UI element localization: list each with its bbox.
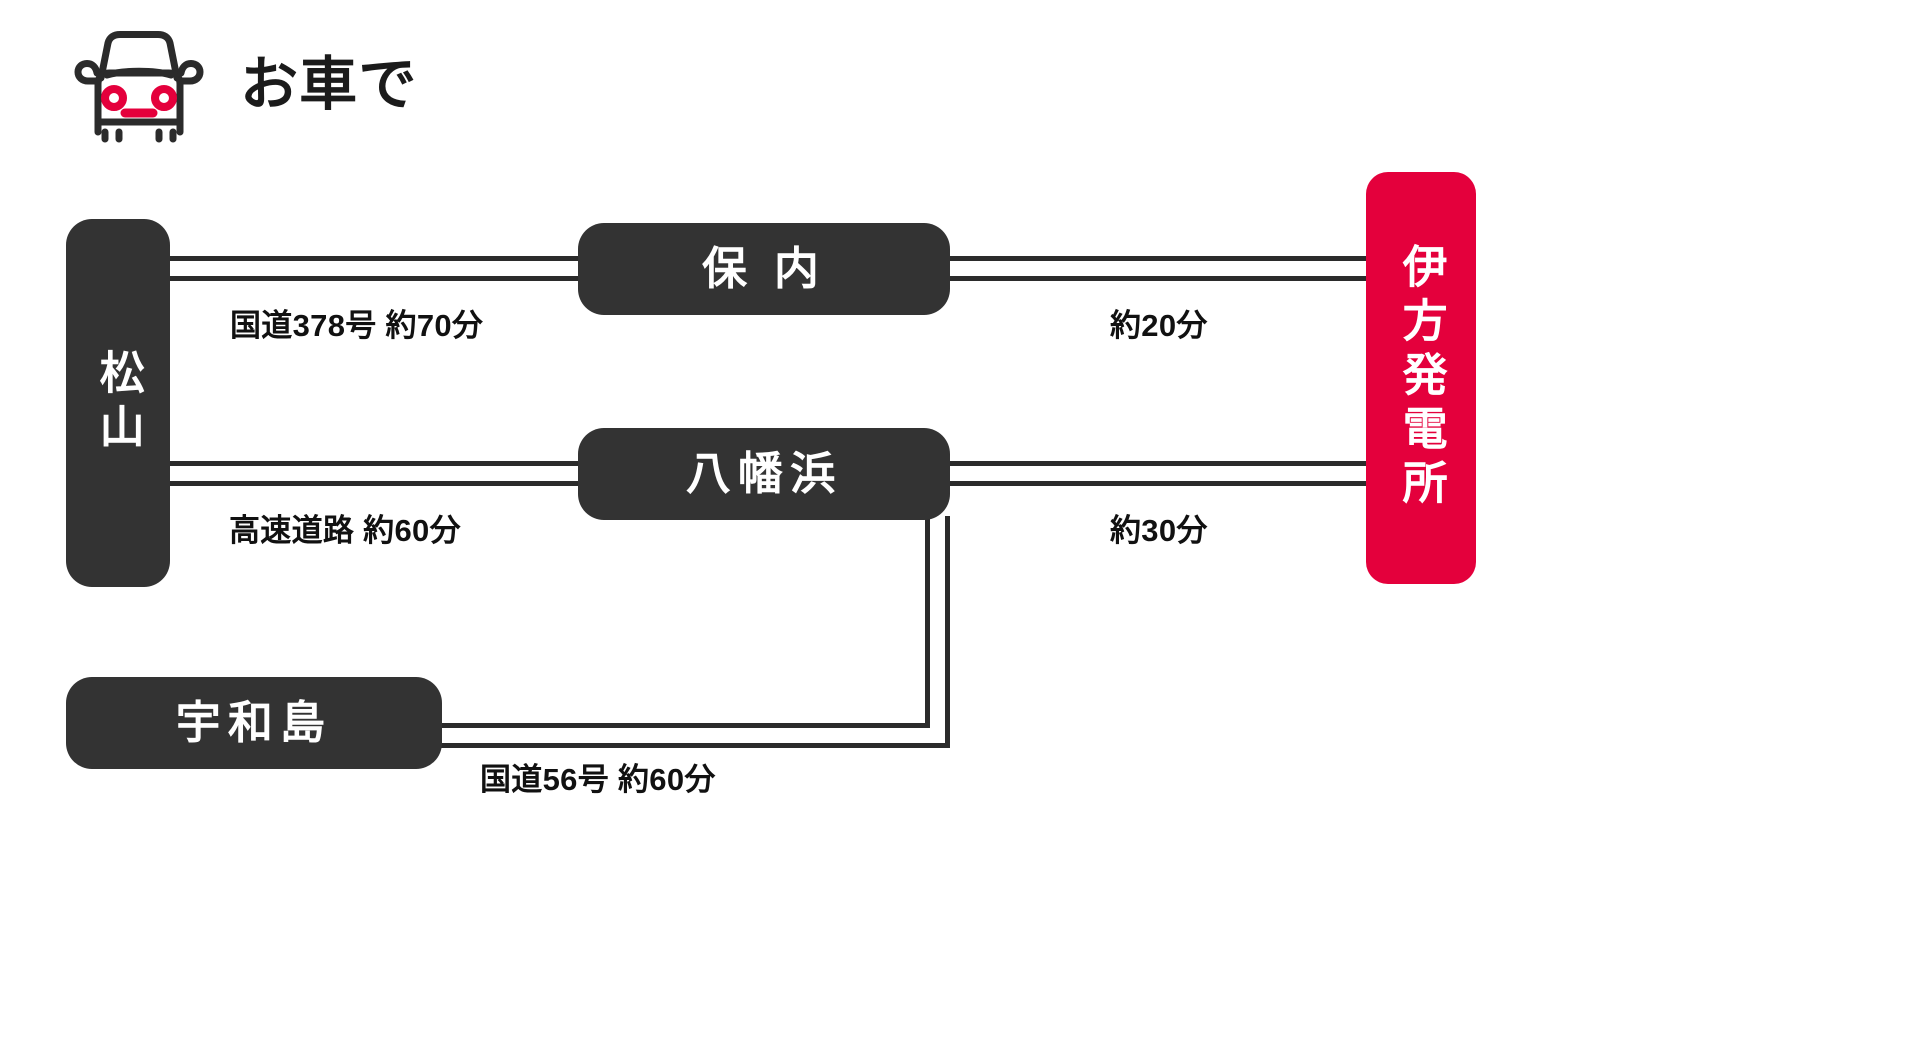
node-matsuyama[interactable]: 松山 [66,219,170,587]
node-uwajima-label: 宇和島 [175,697,333,749]
edge-label-uwajima-yawatahama: 国道56号 約60分 [480,762,716,797]
node-yawatahama[interactable]: 八幡浜 [578,428,950,520]
edge-label-honai-ikata: 約20分 [1110,308,1208,343]
node-yawatahama-label: 八幡浜 [685,448,843,500]
node-matsuyama-label: 松山 [92,349,144,457]
node-honai[interactable]: 保 内 [578,223,950,315]
rail-honai-ikata-top [940,256,1376,261]
rail-uwajima-yawatahama-riser-left [925,516,930,728]
rail-matsuyama-honai-bottom [160,276,590,281]
rail-uwajima-yawatahama-riser-right [945,516,950,748]
node-honai-label: 保 内 [701,243,827,295]
rail-honai-ikata-bottom [940,276,1376,281]
edge-label-yawatahama-ikata: 約30分 [1110,513,1208,548]
node-ikata-label: 伊方発電所 [1395,243,1447,513]
rail-yawatahama-ikata-bottom [940,481,1376,486]
page-header: お車で [64,26,417,144]
car-front-icon [64,26,214,144]
rail-yawatahama-ikata-top [940,461,1376,466]
rail-matsuyama-yawatahama-bottom [160,481,590,486]
node-uwajima[interactable]: 宇和島 [66,677,442,769]
page-title: お車で [240,52,418,117]
edge-label-matsuyama-yawatahama: 高速道路 約60分 [229,513,461,548]
rail-uwajima-yawatahama-bottom [432,743,948,748]
rail-matsuyama-yawatahama-top [160,461,590,466]
node-ikata-power-plant[interactable]: 伊方発電所 [1366,172,1476,584]
rail-matsuyama-honai-top [160,256,590,261]
rail-uwajima-yawatahama-top [432,723,930,728]
edge-label-matsuyama-honai: 国道378号 約70分 [230,308,484,343]
